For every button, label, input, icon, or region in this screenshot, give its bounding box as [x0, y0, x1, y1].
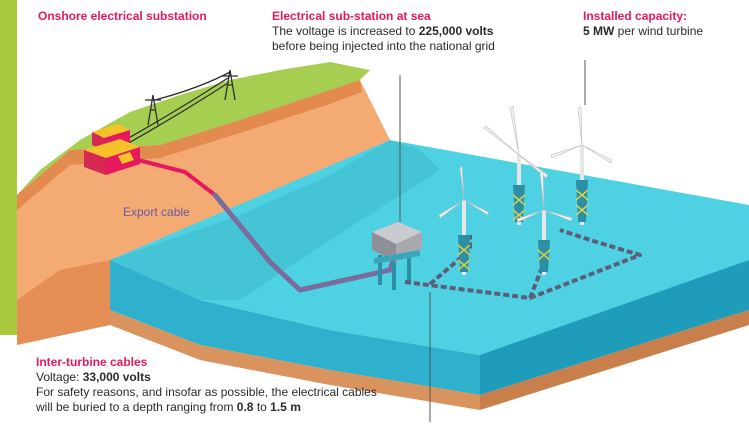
- capacity-line: 5 MW per wind turbine: [583, 24, 704, 38]
- capacity-title: Installed capacity:: [583, 9, 688, 23]
- inter-turbine-safety-2: will be buried to a depth ranging from 0…: [36, 400, 301, 414]
- sea-substation-line2: before being injected into the national …: [272, 39, 495, 53]
- turbine-3: [516, 170, 573, 275]
- capacity-block: Installed capacity: 5 MW per wind turbin…: [583, 9, 743, 39]
- inter-turbine-voltage: Voltage: 33,000 volts: [36, 370, 151, 384]
- offshore-substation: [372, 222, 422, 290]
- side-bar: [0, 0, 17, 335]
- onshore-substation-building: [84, 124, 140, 175]
- inter-turbine-block: Inter-turbine cables Voltage: 33,000 vol…: [36, 355, 436, 415]
- power-pylons: [124, 69, 238, 146]
- sea-substation-line1: The voltage is increased to 225,000 volt…: [272, 24, 494, 38]
- turbine-2: [483, 105, 549, 225]
- onshore-substation-title: Onshore electrical substation: [38, 9, 207, 23]
- sea-substation-title: Electrical sub-station at sea: [272, 9, 431, 23]
- inter-turbine-cables: [404, 228, 642, 300]
- export-cable: [136, 158, 398, 293]
- sea-block: [17, 140, 749, 410]
- turbine-1: [438, 165, 489, 275]
- sea-substation-block: Electrical sub-station at sea The voltag…: [272, 9, 572, 54]
- export-cable-label: Export cable: [123, 205, 190, 219]
- inter-turbine-title: Inter-turbine cables: [36, 355, 148, 369]
- wind-turbines: [438, 105, 613, 275]
- turbine-4: [550, 106, 613, 225]
- pointer-lines: [399, 60, 586, 422]
- grass-hill: [17, 62, 370, 210]
- inter-turbine-safety-1: For safety reasons, and insofar as possi…: [36, 385, 377, 399]
